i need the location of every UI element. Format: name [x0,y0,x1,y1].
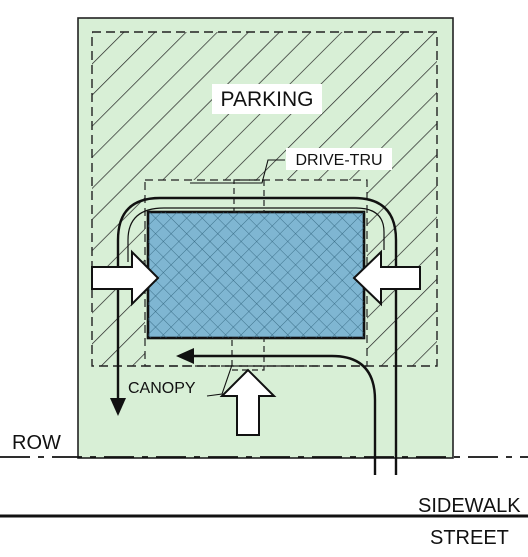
street-label: STREET [430,527,509,549]
entry-arrow-icon [352,249,421,307]
drive-thru-lane-inner [116,196,398,475]
building-crosshatch [148,212,364,338]
drive-thru-lane-outer [190,354,377,475]
drive-thru-label: DRIVE-TRU [295,152,382,169]
drive-thru-lane-middle [127,207,385,262]
parking-boundary [91,31,438,367]
canopy-label: CANOPY [128,380,196,397]
canopy-leader-line [206,364,233,397]
sidewalk-label: SIDEWALK [418,495,521,517]
drive-thru-leader-line [190,159,285,184]
row-label: ROW [12,432,61,454]
parking-label-bg [212,84,322,114]
drive-thru-canopy-box [233,179,265,213]
exit-arrow-icon [219,368,277,436]
drive-thru-label-bg [286,148,392,170]
parking-label: PARKING [221,88,314,111]
entry-arrow-icon [91,249,160,307]
circulation-arrow-icon [176,348,194,364]
circulation-arrow-icon [110,398,126,416]
